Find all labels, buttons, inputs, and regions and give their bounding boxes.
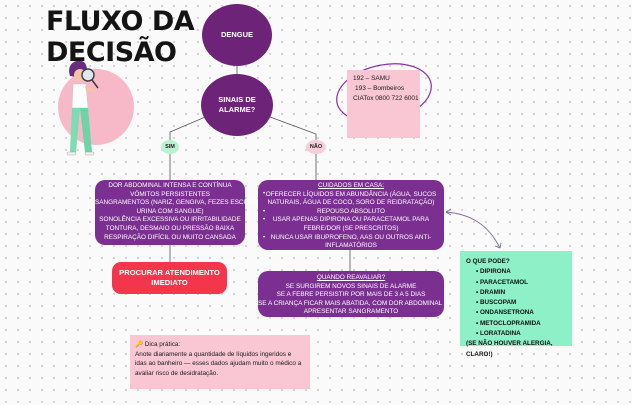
practical-tip-note: 🔑 Dica prática: Anote diariamente a quan…	[130, 335, 310, 389]
title-line-1: FLUXO DA	[46, 6, 195, 37]
medication-item: • ONDANSETRONA	[476, 309, 534, 317]
bullet-dot: •	[263, 235, 266, 241]
branch-no-badge: NÃO	[306, 140, 326, 154]
home-care-item: NATURAIS, ÁGUA DE COCO, SORO DE REIDRATA…	[267, 199, 435, 207]
alarm-sign-2: VÔMITOS PERSISTENTES	[130, 190, 210, 198]
home-care-item: USAR APENAS DIPIRONA OU PARACETAMOL PARA	[272, 216, 430, 224]
medications-heading: O QUE PODE?	[466, 258, 510, 265]
bullet-dot: •	[263, 209, 266, 215]
alarm-sign-7: RESPIRAÇÃO DIFÍCIL OU MUITO CANSADA	[104, 233, 236, 241]
branch-no-label: NÃO	[309, 144, 323, 150]
seek-care-line-1: PROCURAR ATENDIMENTO	[119, 268, 220, 277]
medication-item: • DIPIRONA	[476, 268, 511, 276]
medications-footer: (SE NÃO HOUVER ALERGIA, CLARO!)	[466, 340, 553, 358]
medication-item: • BUSCOPAM	[476, 299, 517, 307]
bullet-dot: •	[263, 191, 266, 197]
allowed-medications-note: O QUE PODE? • DIPIRONA • PARACETAMOL • D…	[460, 251, 572, 358]
reevaluate-item: APRESENTAR SANGRAMENTO	[303, 308, 399, 316]
alarm-question-line-1: SINAIS DE	[218, 95, 256, 104]
dengue-node: DENGUE	[202, 4, 272, 66]
dengue-label: DENGUE	[220, 30, 254, 39]
alarm-signs-box: DOR ABDOMINAL INTENSA E CONTÍNUA VÔMITOS…	[95, 180, 264, 245]
home-care-item: REPOUSO ABSOLUTO	[316, 207, 386, 215]
tip-line-2: idas ao banheiro — esses dados ajudam mu…	[135, 360, 302, 368]
tip-heading: Dica prática:	[144, 341, 181, 348]
seek-care-line-2: IMEDIATO	[151, 278, 188, 287]
medication-item: • METOCLOPRAMIDA	[476, 319, 541, 327]
page-title: FLUXO DA DECISÃO	[46, 6, 216, 68]
home-care-box: CUIDADOS EM CASA: OFERECER LÍQUIDOS EM A…	[258, 180, 444, 250]
connector-sinais-sim	[169, 114, 211, 142]
tip-line-3: avaliar risco de desidratação.	[135, 369, 219, 377]
reevaluate-box: QUANDO REAVALIAR? SE SURGIREM NOVOS SINA…	[258, 271, 454, 317]
home-care-item: OFERECER LÍQUIDOS EM ABUNDÂNCIA (ÁGUA, S…	[265, 190, 437, 198]
alarm-sign-1: DOR ABDOMINAL INTENSA E CONTÍNUA	[108, 182, 232, 189]
tip-heading-row: 🔑 Dica prática:	[135, 340, 310, 350]
reevaluate-item: SE A CRIANÇA FICAR MAIS ABATIDA, COM DOR…	[258, 299, 454, 307]
tip-line-1: Anote diariamente a quantidade de líquid…	[135, 350, 292, 358]
home-care-heading: CUIDADOS EM CASA:	[317, 182, 385, 189]
emergency-contacts-note: 192 – SAMU 193 – Bombeiros CIATox 0800 7…	[347, 70, 420, 138]
branch-yes-badge: SIM	[161, 140, 179, 154]
seek-care-button: PROCURAR ATENDIMENTO IMEDIATO	[112, 262, 227, 294]
bullet-dot: •	[263, 217, 266, 223]
home-care-item: FEBRE/DOR (SE PRESCRITOS)	[303, 224, 399, 232]
branch-yes-label: SIM	[165, 144, 175, 150]
contact-bombeiros: 193 – Bombeiros	[355, 85, 405, 92]
reevaluate-item: SE SURGIREM NOVOS SINAIS DE ALARME	[285, 282, 417, 290]
medication-item: • LORATADINA	[476, 330, 521, 338]
connector-care-medications	[445, 211, 501, 249]
contact-ciatox: CIATox 0800 722 6001	[353, 95, 419, 102]
woman-magnifier-illustration	[66, 60, 99, 156]
connector-sinais-nao	[261, 113, 317, 142]
contact-samu: 192 – SAMU	[353, 75, 390, 82]
alarm-sign-5: SONOLÊNCIA EXCESSIVA OU IRRITABILIDADE	[99, 216, 241, 224]
alarm-sign-3: SANGRAMENTOS (NARIZ, GENGIVA, FEZES ESCU…	[95, 199, 264, 207]
title-line-2: DECISÃO	[46, 37, 177, 68]
home-care-item: INFLAMATÓRIOS	[325, 242, 377, 250]
home-care-item: NUNCA USAR IBUPROFENO, AAS OU OUTROS ANT…	[270, 233, 432, 241]
alarm-question-line-2: ALARME?	[218, 105, 256, 114]
medication-item: • DRAMIN	[476, 288, 506, 296]
alarm-signs-question-node: SINAIS DE ALARME?	[201, 74, 273, 136]
reevaluate-item: SE A FEBRE PERSISTIR POR MAIS DE 3 A 5 D…	[276, 291, 426, 299]
key-icon: 🔑	[135, 341, 143, 348]
alarm-sign-4: URINA COM SANGUE)	[136, 207, 204, 215]
medication-item: • PARACETAMOL	[476, 278, 529, 286]
reevaluate-heading: QUANDO REAVALIAR?	[316, 274, 386, 281]
alarm-sign-6: TONTURA, DESMAIO OU PRESSÃO BAIXA	[105, 224, 235, 232]
decorative-blush-circle	[58, 69, 134, 145]
